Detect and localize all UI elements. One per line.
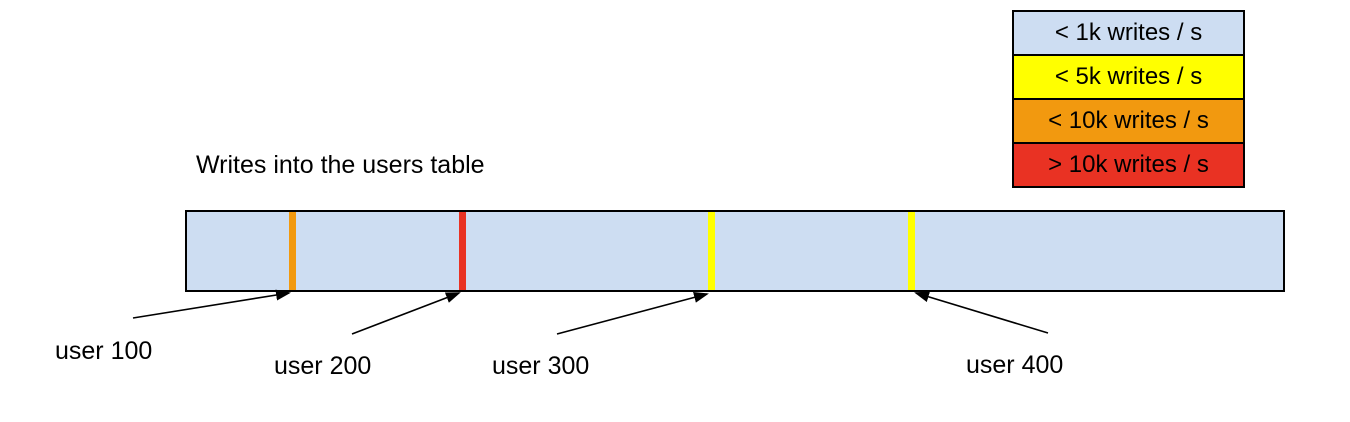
legend-item-lt-1k: < 1k writes / s (1012, 10, 1245, 56)
label-user-200: user 200 (274, 352, 372, 380)
hotspot-stripe-user-400 (908, 212, 915, 290)
arrow-user-400 (914, 291, 1049, 334)
arrow-user-300 (556, 292, 709, 335)
arrow-user-100 (132, 289, 291, 319)
legend-item-label: > 10k writes / s (1048, 151, 1209, 178)
legend-item-label: < 10k writes / s (1048, 107, 1209, 134)
label-user-100: user 100 (55, 337, 153, 365)
users-table-bar (185, 210, 1285, 292)
legend-item-label: < 1k writes / s (1054, 19, 1203, 46)
write-rate-legend: < 1k writes / s < 5k writes / s < 10k wr… (1012, 10, 1245, 188)
legend-item-lt-10k: < 10k writes / s (1012, 98, 1245, 144)
hotspot-stripe-user-100 (289, 212, 296, 290)
legend-item-gt-10k: > 10k writes / s (1012, 142, 1245, 188)
legend-item-label: < 5k writes / s (1054, 63, 1203, 90)
arrow-user-200 (351, 292, 461, 335)
diagram-title: Writes into the users table (196, 151, 485, 179)
legend-item-lt-5k: < 5k writes / s (1012, 54, 1245, 100)
label-user-400: user 400 (966, 351, 1064, 379)
hotspot-stripe-user-300 (708, 212, 715, 290)
label-user-300: user 300 (492, 352, 590, 380)
hotspot-stripe-user-200 (459, 212, 466, 290)
